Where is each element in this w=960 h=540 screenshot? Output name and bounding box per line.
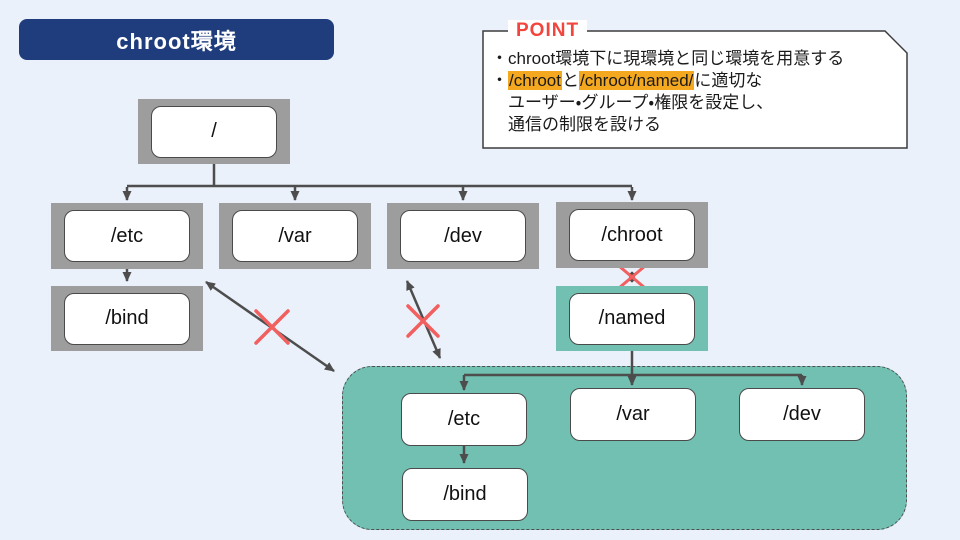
- point-line-1: ・chroot環境下に現環境と同じ環境を用意する: [491, 49, 845, 68]
- point-line-4: 通信の制限を設ける: [508, 115, 661, 134]
- jail-node-etc: /etc: [401, 393, 527, 446]
- node-var: /var: [232, 210, 358, 262]
- jail-node-bind: /bind: [402, 468, 528, 521]
- x-icon-dev-jail: [406, 304, 440, 338]
- point-box-text: ・chroot環境下に現環境と同じ環境を用意する ・/chrootと/chroo…: [491, 48, 901, 136]
- jail-connector: [459, 351, 807, 464]
- highlight-chroot-named: /chroot/named/: [578, 71, 695, 90]
- jail-node-var: /var: [570, 388, 696, 441]
- node-bind: /bind: [64, 292, 190, 345]
- x-icon-etc-jail: [254, 309, 290, 345]
- point-line-2: ・/chrootと/chroot/named/に適切な: [491, 71, 763, 90]
- node-named: /named: [569, 292, 695, 345]
- node-chroot: /chroot: [569, 209, 695, 261]
- node-root: /: [151, 105, 277, 158]
- node-frame-root: /: [138, 99, 290, 164]
- point-box-label: POINT: [508, 20, 588, 42]
- page-title: chroot環境: [19, 19, 334, 60]
- jail-node-dev: /dev: [739, 388, 865, 441]
- x-icon-chroot-named: [617, 264, 647, 290]
- tree-connector: [122, 164, 637, 282]
- node-dev: /dev: [400, 210, 526, 262]
- node-frame-etc: /etc: [51, 203, 203, 269]
- node-etc: /etc: [64, 210, 190, 262]
- node-frame-bind: /bind: [51, 286, 203, 351]
- node-frame-var: /var: [219, 203, 371, 269]
- point-line-3: ユーザー・グループ・権限を設定し、: [508, 93, 774, 112]
- node-frame-chroot: /chroot: [556, 202, 708, 268]
- highlight-chroot: /chroot: [508, 71, 562, 90]
- node-frame-named: /named: [556, 286, 708, 351]
- point-box: [482, 30, 908, 149]
- node-frame-dev: /dev: [387, 203, 539, 269]
